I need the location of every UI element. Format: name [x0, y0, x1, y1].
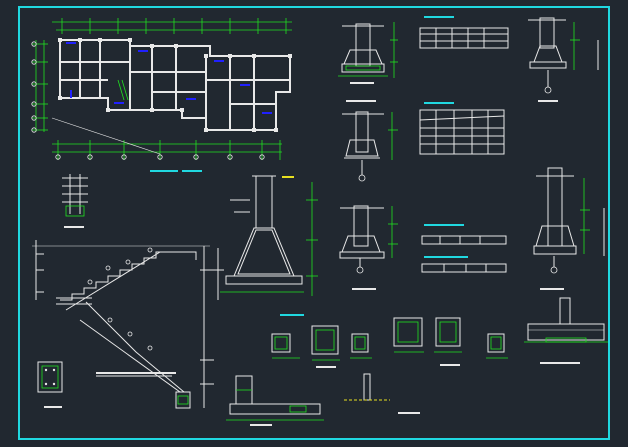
pier-foundation-section [214, 175, 318, 300]
column-sections [271, 314, 508, 368]
footing-detail-mid-1 [342, 100, 398, 182]
plan-dimension-bottom [52, 140, 282, 160]
wall-footing-detail [226, 373, 420, 426]
beam-strips [421, 224, 507, 273]
stair-section [32, 240, 214, 409]
plan-title-bar [150, 170, 178, 172]
plan-columns [58, 38, 292, 132]
footing-detail-top-1 [338, 22, 398, 84]
plan-axis-bubbles-bottom [55, 154, 265, 160]
plan-leader-line [51, 117, 161, 155]
plan-stair-hatch [117, 79, 129, 101]
schedule-table-2 [419, 102, 505, 155]
stair-flight-upper [60, 251, 170, 301]
schedule-table-1 [419, 16, 509, 49]
stair-flight-lower [85, 301, 185, 393]
small-footing-detail [37, 361, 63, 408]
plan-dimension-top [52, 18, 292, 34]
sheet-border-frame [18, 6, 610, 440]
plan-blue-beam-tags [66, 42, 272, 114]
plan-axis-bubbles-left [31, 41, 37, 133]
grade-footing-detail [524, 297, 608, 364]
footing-detail-bottom-1 [339, 205, 398, 290]
small-column-detail [62, 174, 88, 228]
floor-plan [31, 18, 292, 172]
plan-title-bar [182, 170, 202, 172]
footing-detail-mid-2 [533, 167, 605, 290]
footing-detail-top-2 [528, 17, 599, 102]
